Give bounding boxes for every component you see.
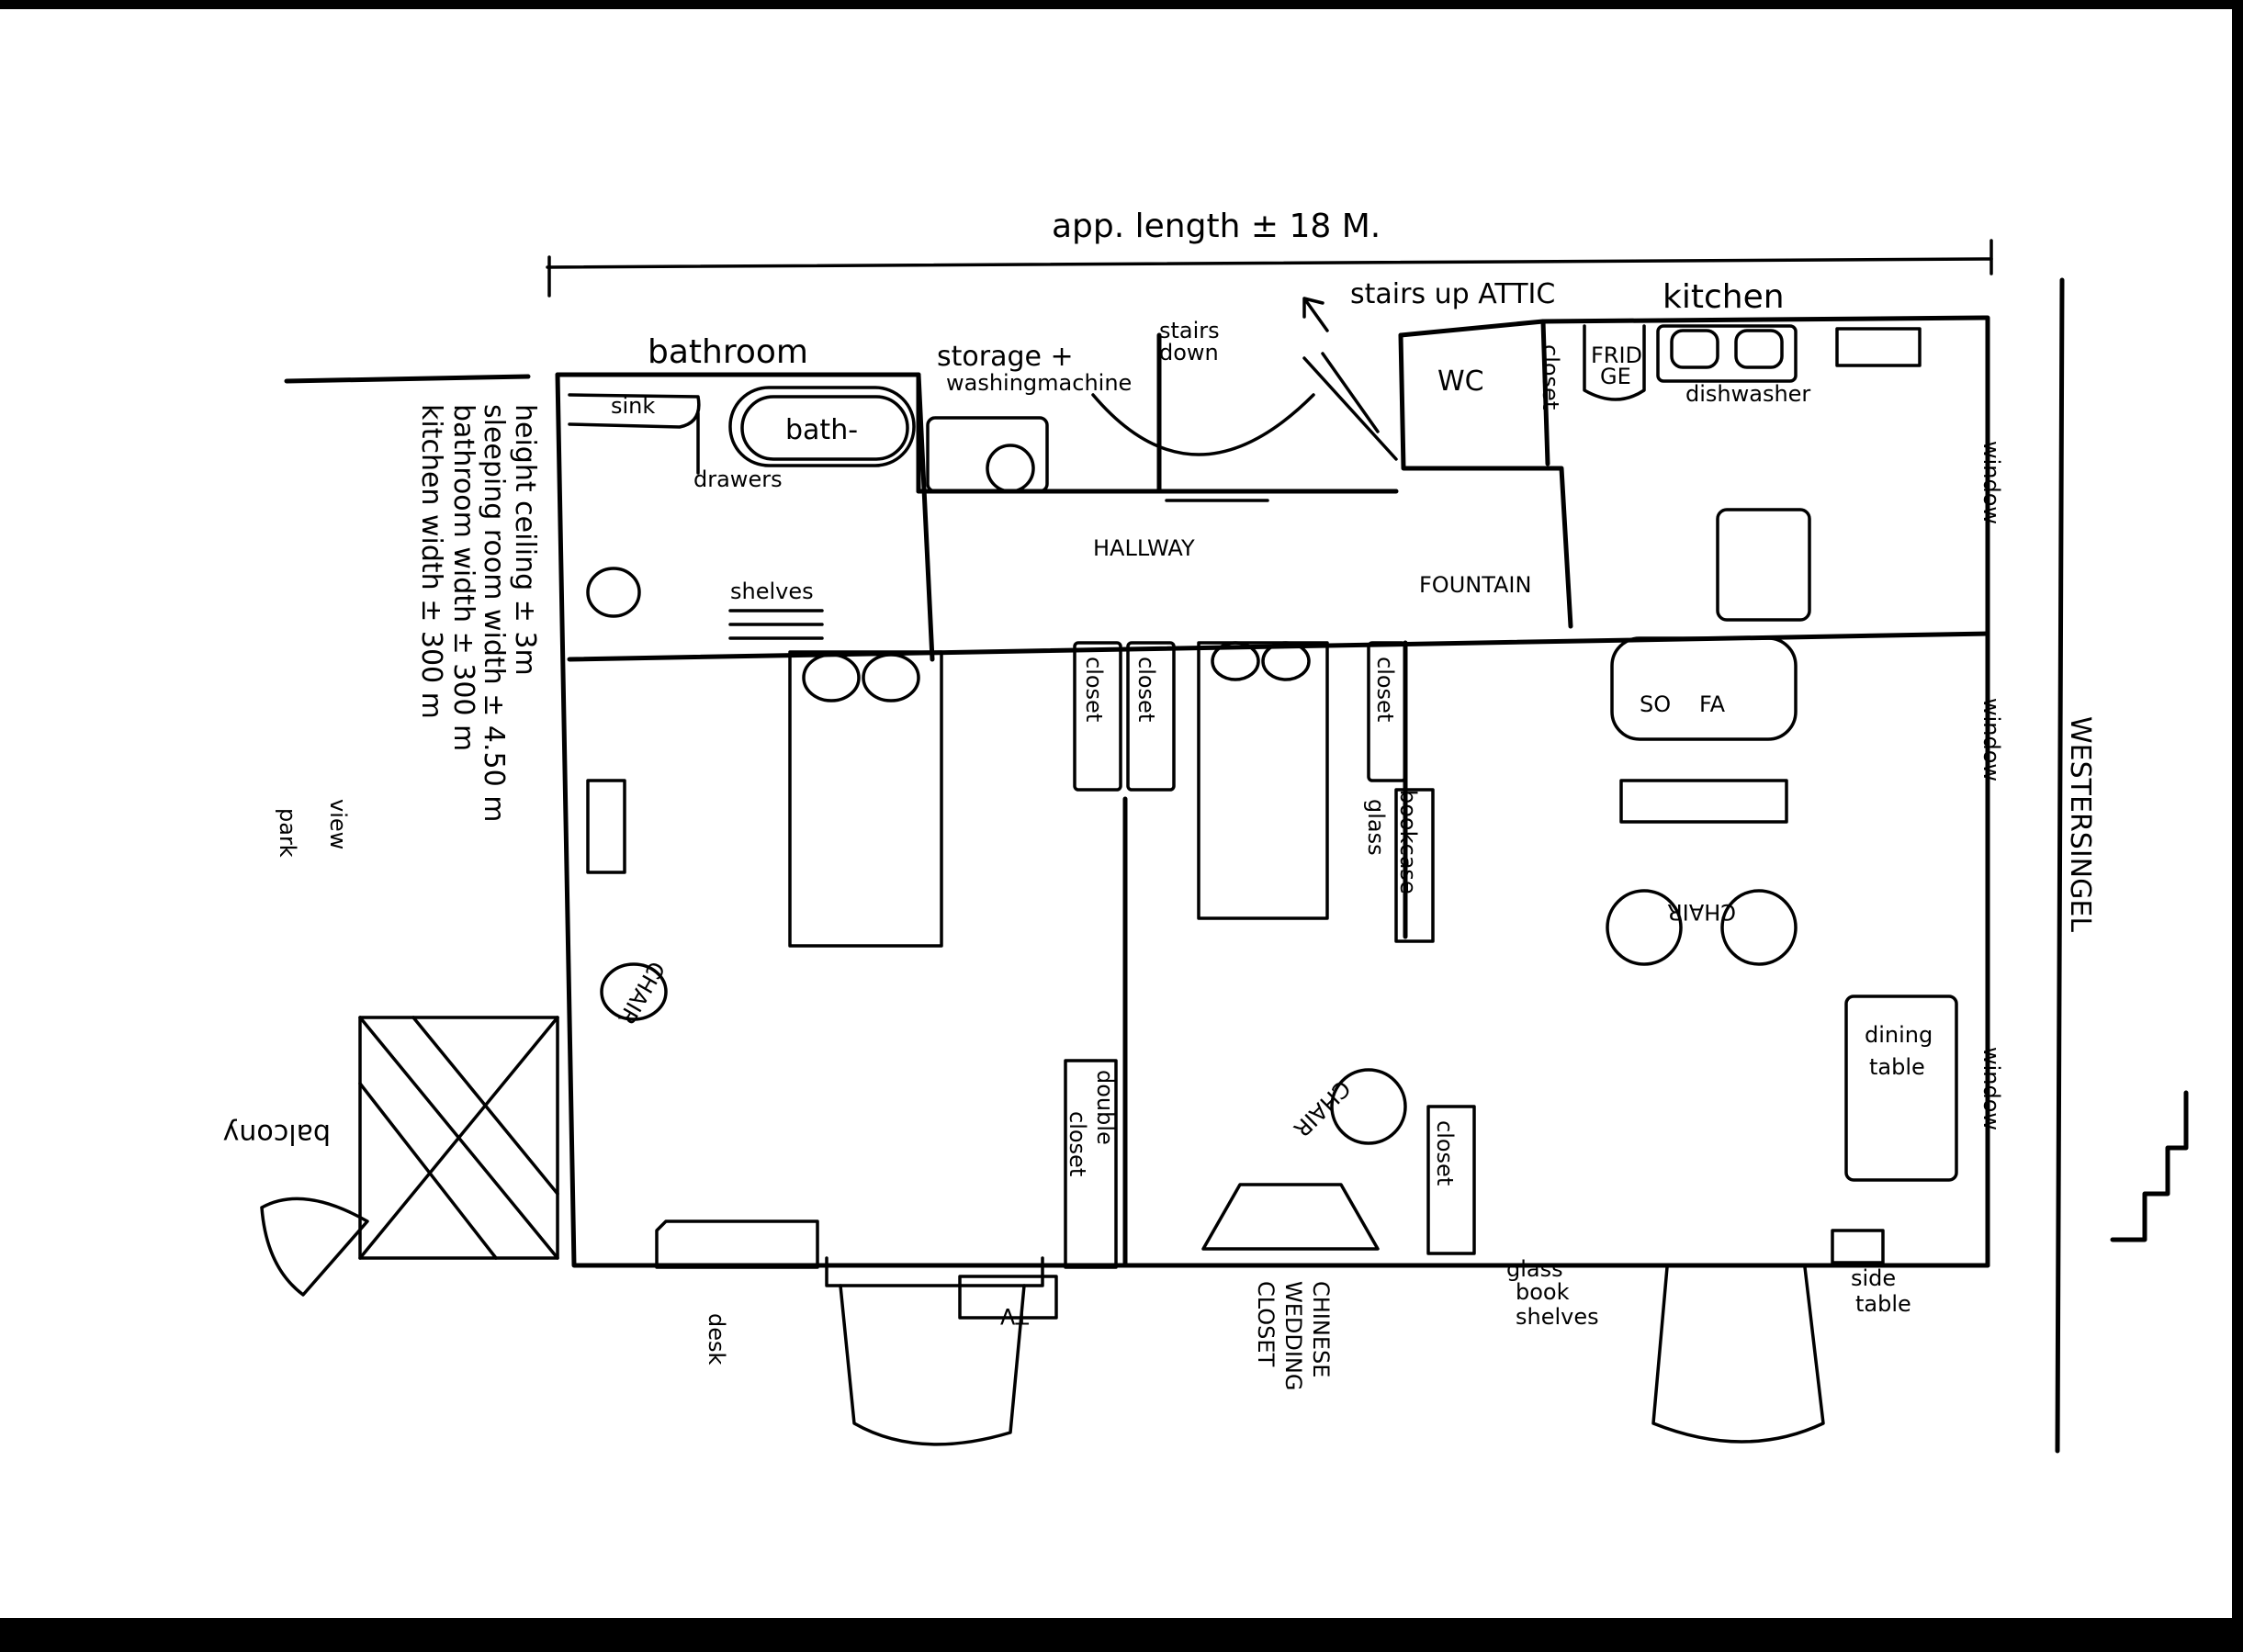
chair-label-1: CHAIR xyxy=(1667,899,1736,925)
fridge-label-2: GE xyxy=(1600,364,1631,389)
note-bathroom: bathroom width ± 300 m xyxy=(447,404,479,751)
street-label: WESTERSINGEL xyxy=(2064,716,2096,932)
bath-label: bath- xyxy=(785,414,858,446)
sofa-label-2: FA xyxy=(1699,691,1726,717)
storage-stairs xyxy=(926,297,1398,502)
closet-a-label: closet xyxy=(1081,657,1107,722)
stairs-up-label: stairs up ATTIC xyxy=(1350,278,1555,310)
bedroom-furniture xyxy=(586,641,1435,1287)
fountain-label: FOUNTAIN xyxy=(1419,572,1531,598)
glass-shelves-label-1: glass xyxy=(1506,1256,1563,1282)
dishwasher-label: dishwasher xyxy=(1685,381,1810,407)
fridge-label-1: FRID xyxy=(1591,343,1642,368)
shelves-label: shelves xyxy=(730,579,814,604)
stairs-down-label-2: down xyxy=(1159,340,1219,365)
window-label-2: window xyxy=(1978,698,2004,781)
chinese-closet-label-1: CHINESE xyxy=(1308,1281,1334,1377)
double-closet-label-2: closet xyxy=(1065,1111,1090,1176)
kitchen-fixtures xyxy=(1583,324,1922,622)
kitchen-label: kitchen xyxy=(1663,278,1785,316)
chinese-closet-label-2: WEDDING xyxy=(1280,1281,1306,1390)
bookcase-label: bookcase xyxy=(1395,790,1421,894)
double-closet-label-1: double xyxy=(1092,1070,1118,1145)
wc-label: WC xyxy=(1437,365,1484,398)
dimension-line xyxy=(546,239,1993,298)
sink-label: sink xyxy=(611,393,655,419)
side-table-label-1: side xyxy=(1851,1265,1896,1291)
length-label: app. length ± 18 M. xyxy=(1052,208,1381,245)
glass-shelves-label-2: book xyxy=(1516,1279,1570,1305)
bathroom-label: bathroom xyxy=(648,333,808,371)
park-label: park xyxy=(275,808,300,858)
dining-table-label-2: table xyxy=(1869,1054,1925,1080)
closet-b-label: closet xyxy=(1133,657,1159,722)
note-kitchen: kitchen width ± 300 m xyxy=(415,404,447,719)
tv-label: TV xyxy=(999,1303,1030,1329)
dining-table-label-1: dining xyxy=(1865,1022,1933,1048)
exterior-walls xyxy=(284,277,2189,1454)
chinese-closet-label-3: CLOSET xyxy=(1253,1281,1279,1367)
note-ceiling: height ceiling ± 3m xyxy=(509,404,541,676)
drawers-label: drawers xyxy=(693,466,783,492)
glass-shelves-label-3: shelves xyxy=(1516,1304,1599,1330)
closet-d-label: closet xyxy=(1432,1120,1458,1186)
chair-label-3: CHAIR xyxy=(1289,1075,1356,1142)
window-label-3: window xyxy=(1978,1047,2004,1130)
view-label: view xyxy=(325,799,351,849)
living-furniture xyxy=(839,636,1958,1446)
desk-label: desk xyxy=(704,1313,729,1365)
stairs-down-label-1: stairs xyxy=(1159,318,1220,343)
window-label-1: window xyxy=(1978,441,2004,524)
washing-machine-label: washingmachine xyxy=(946,370,1132,396)
balcony xyxy=(260,1016,559,1297)
bathroom-fixtures xyxy=(568,386,916,640)
closet-c-label: closet xyxy=(1372,657,1398,722)
glass-label: glass xyxy=(1363,799,1389,856)
closet-wc-label: closet xyxy=(1538,344,1563,410)
dimension-notes: height ceiling ± 3m sleeping room width … xyxy=(415,404,541,822)
scan-border xyxy=(2232,0,2243,1652)
note-sleeping-room: sleeping room width ± 4.50 m xyxy=(478,404,510,822)
balcony-label: balcony xyxy=(223,1118,331,1150)
sofa-label-1: SO xyxy=(1640,691,1671,717)
storage-label: storage + xyxy=(937,341,1074,373)
side-table-label-2: table xyxy=(1855,1291,1911,1317)
hallway-label: HALLWAY xyxy=(1093,535,1195,561)
